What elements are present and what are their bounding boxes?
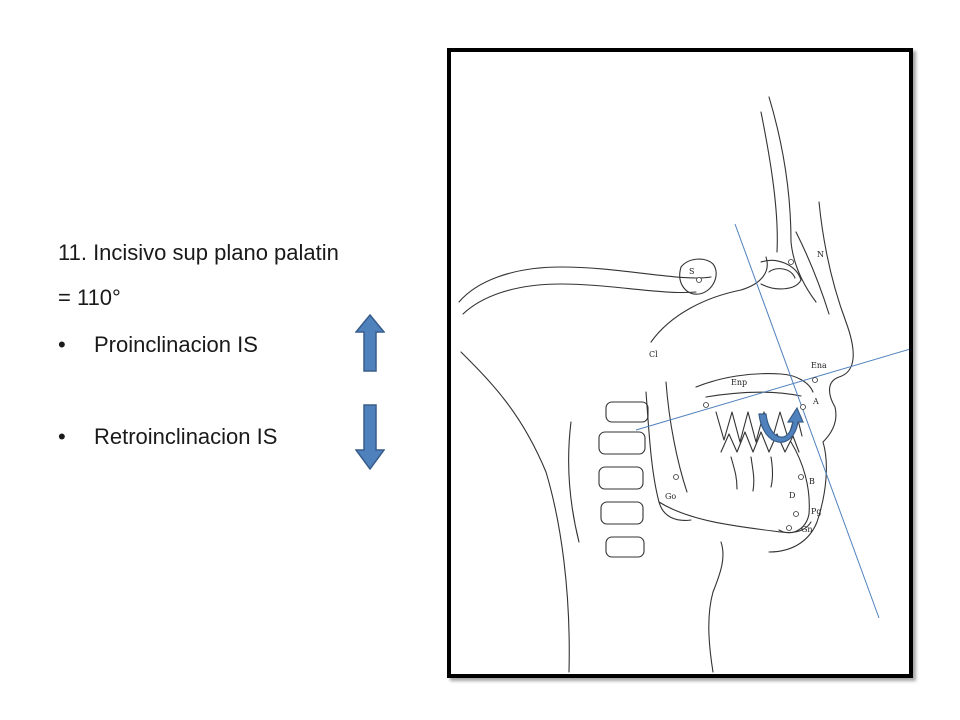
landmark-go-dot [673, 474, 679, 480]
nasal-bone [795, 231, 830, 315]
vertebra-3 [598, 466, 644, 490]
rotation-arrow-icon [758, 406, 804, 443]
vertebra-4 [600, 501, 644, 525]
vertebra-1 [605, 401, 649, 423]
cephalometric-figure-frame: S N Cl Enp Ena A B D Pg Gn Go [447, 48, 913, 678]
cranial-base [650, 256, 768, 343]
orbit [760, 259, 802, 290]
label-ena: Ena [811, 361, 827, 370]
label-cl: Cl [649, 350, 658, 359]
up-arrow-icon [355, 314, 385, 372]
bullet-item-proinclinacion: • Proinclinacion IS [58, 334, 258, 356]
skull-inner-outline [462, 283, 697, 315]
lower-teeth-roots [730, 456, 774, 492]
bullet-dot: • [58, 424, 66, 449]
skull-outline [458, 266, 712, 303]
landmark-ena-dot [812, 377, 818, 383]
reference-lines [635, 223, 909, 619]
neck-posterior [460, 351, 570, 673]
ramus [645, 391, 692, 521]
palatal-plane-line [635, 348, 909, 431]
label-b: B [809, 477, 815, 486]
soft-tissue-profile [768, 201, 854, 553]
slide-title-line-1: 11. Incisivo sup plano palatin [58, 240, 339, 265]
bullet-text-retroinclinacion: Retroinclinacion IS [94, 424, 278, 449]
cervical-spine [568, 421, 580, 543]
slide-title-line-2: = 110° [58, 285, 121, 310]
label-enp: Enp [731, 378, 747, 387]
vertebra-2 [598, 431, 646, 455]
landmark-b-dot [798, 474, 804, 480]
landmark-s-dot [696, 277, 702, 283]
ramus-inner [665, 381, 688, 493]
label-n: N [817, 250, 824, 259]
neck-anterior [708, 541, 724, 673]
frontal-bone-inner [760, 111, 778, 253]
maxilla [695, 373, 814, 393]
bullet-item-retroinclinacion: • Retroinclinacion IS [58, 426, 277, 448]
palatal-plane-bone [705, 391, 802, 398]
landmark-n-dot [788, 259, 794, 265]
symphysis [778, 441, 810, 534]
bullet-text-proinclinacion: Proinclinacion IS [94, 332, 258, 357]
bullet-dot: • [58, 332, 66, 357]
eye [768, 268, 796, 279]
label-s: S [689, 267, 694, 276]
mandible-border [658, 501, 812, 534]
landmark-a-dot [800, 404, 806, 410]
frontal-bone [768, 96, 817, 303]
vertebra-5 [605, 536, 645, 558]
down-arrow-icon [355, 404, 385, 470]
lower-teeth [720, 431, 800, 453]
cephalometric-tracing: S N Cl Enp Ena A B D Pg Gn Go [458, 96, 909, 673]
sella-region [679, 258, 717, 295]
label-gn: Gn [801, 525, 813, 534]
landmark-enp-dot [703, 402, 709, 408]
incisor-axis-line [734, 223, 880, 619]
landmark-pg-dot [793, 511, 799, 517]
label-a: A [812, 397, 819, 406]
label-pg: Pg [811, 507, 822, 516]
label-d: D [789, 491, 795, 500]
label-go: Go [665, 492, 676, 501]
landmark-gn-dot [786, 525, 792, 531]
